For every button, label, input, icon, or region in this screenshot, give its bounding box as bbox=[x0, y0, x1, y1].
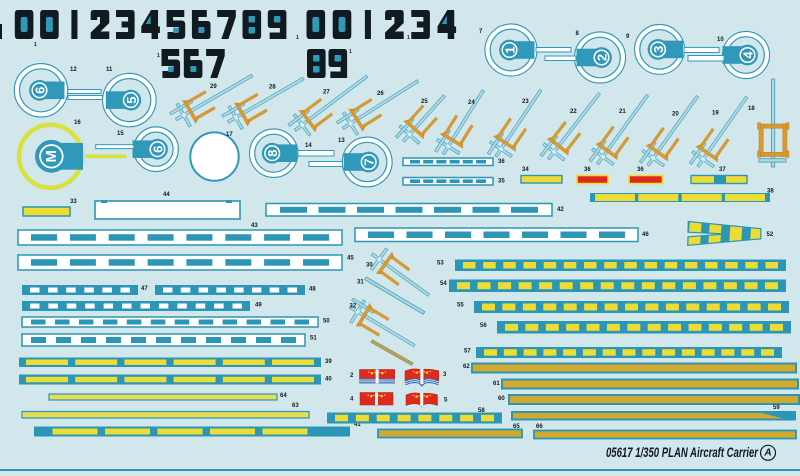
svg-text:65: 65 bbox=[513, 424, 520, 430]
svg-text:43: 43 bbox=[251, 223, 258, 229]
svg-text:25: 25 bbox=[421, 99, 428, 105]
svg-text:6: 6 bbox=[151, 146, 166, 153]
svg-text:39: 39 bbox=[325, 359, 332, 365]
svg-text:52: 52 bbox=[767, 232, 774, 238]
svg-text:16: 16 bbox=[74, 120, 81, 126]
svg-text:55: 55 bbox=[457, 303, 464, 309]
svg-text:11: 11 bbox=[106, 67, 113, 73]
svg-text:23: 23 bbox=[522, 99, 529, 105]
svg-text:33: 33 bbox=[70, 199, 77, 205]
svg-text:12: 12 bbox=[70, 67, 77, 73]
svg-text:10: 10 bbox=[717, 37, 724, 43]
svg-text:44: 44 bbox=[163, 192, 170, 198]
svg-text:5: 5 bbox=[124, 96, 139, 103]
svg-text:51: 51 bbox=[310, 336, 317, 342]
svg-text:40: 40 bbox=[325, 377, 332, 383]
svg-text:2: 2 bbox=[595, 54, 610, 61]
svg-text:38: 38 bbox=[767, 189, 774, 195]
svg-text:32: 32 bbox=[350, 304, 357, 310]
svg-text:1: 1 bbox=[503, 46, 518, 53]
svg-text:1: 1 bbox=[407, 35, 410, 41]
svg-text:7: 7 bbox=[362, 158, 377, 165]
svg-text:36: 36 bbox=[637, 167, 644, 173]
svg-text:05617 1/350 PLAN Aircraft Carr: 05617 1/350 PLAN Aircraft Carrier bbox=[606, 445, 759, 460]
svg-text:20: 20 bbox=[672, 112, 679, 118]
svg-text:4: 4 bbox=[741, 51, 756, 59]
svg-text:6: 6 bbox=[33, 87, 48, 94]
svg-text:27: 27 bbox=[323, 90, 330, 96]
svg-text:31: 31 bbox=[357, 280, 364, 286]
svg-text:54: 54 bbox=[440, 281, 447, 287]
svg-text:42: 42 bbox=[557, 207, 564, 213]
svg-text:4: 4 bbox=[350, 397, 354, 403]
svg-text:M: M bbox=[43, 150, 60, 163]
svg-text:7: 7 bbox=[479, 29, 483, 35]
svg-text:A: A bbox=[763, 448, 771, 459]
svg-text:41: 41 bbox=[354, 422, 361, 428]
svg-text:19: 19 bbox=[712, 111, 719, 117]
svg-text:1: 1 bbox=[34, 42, 37, 48]
svg-text:1: 1 bbox=[296, 35, 299, 41]
svg-text:18: 18 bbox=[748, 106, 755, 112]
svg-text:8: 8 bbox=[265, 150, 280, 157]
svg-text:1: 1 bbox=[157, 53, 160, 59]
svg-text:47: 47 bbox=[141, 286, 148, 292]
svg-text:57: 57 bbox=[464, 349, 471, 355]
svg-text:36: 36 bbox=[584, 167, 591, 173]
svg-text:49: 49 bbox=[255, 303, 262, 309]
svg-text:24: 24 bbox=[468, 100, 475, 106]
svg-text:8: 8 bbox=[576, 31, 580, 37]
svg-text:46: 46 bbox=[642, 232, 649, 238]
svg-text:5: 5 bbox=[444, 398, 448, 404]
svg-text:53: 53 bbox=[437, 261, 444, 267]
svg-text:66: 66 bbox=[536, 424, 543, 430]
svg-text:63: 63 bbox=[292, 403, 299, 409]
svg-text:60: 60 bbox=[498, 396, 505, 402]
svg-text:37: 37 bbox=[719, 167, 726, 173]
svg-text:1: 1 bbox=[349, 49, 352, 55]
svg-text:36: 36 bbox=[498, 159, 505, 165]
svg-text:61: 61 bbox=[493, 381, 500, 387]
svg-text:2: 2 bbox=[350, 373, 354, 379]
svg-text:21: 21 bbox=[619, 109, 626, 115]
svg-text:56: 56 bbox=[480, 323, 487, 329]
svg-text:26: 26 bbox=[377, 91, 384, 97]
svg-text:3: 3 bbox=[443, 372, 447, 378]
svg-text:28: 28 bbox=[269, 85, 276, 91]
svg-text:45: 45 bbox=[347, 256, 354, 262]
svg-text:9: 9 bbox=[626, 34, 630, 40]
svg-text:50: 50 bbox=[323, 319, 330, 325]
svg-text:64: 64 bbox=[280, 393, 287, 399]
svg-text:29: 29 bbox=[210, 84, 217, 90]
svg-text:58: 58 bbox=[478, 408, 485, 414]
svg-text:48: 48 bbox=[309, 287, 316, 293]
svg-text:59: 59 bbox=[773, 405, 780, 411]
svg-text:35: 35 bbox=[498, 179, 505, 185]
svg-text:3: 3 bbox=[651, 46, 666, 53]
svg-text:17: 17 bbox=[226, 132, 233, 138]
svg-text:15: 15 bbox=[117, 131, 124, 137]
svg-text:34: 34 bbox=[522, 167, 529, 173]
svg-text:14: 14 bbox=[305, 143, 312, 149]
svg-text:62: 62 bbox=[463, 364, 470, 370]
svg-text:30: 30 bbox=[366, 263, 373, 269]
svg-text:22: 22 bbox=[570, 109, 577, 115]
svg-text:13: 13 bbox=[338, 138, 345, 144]
